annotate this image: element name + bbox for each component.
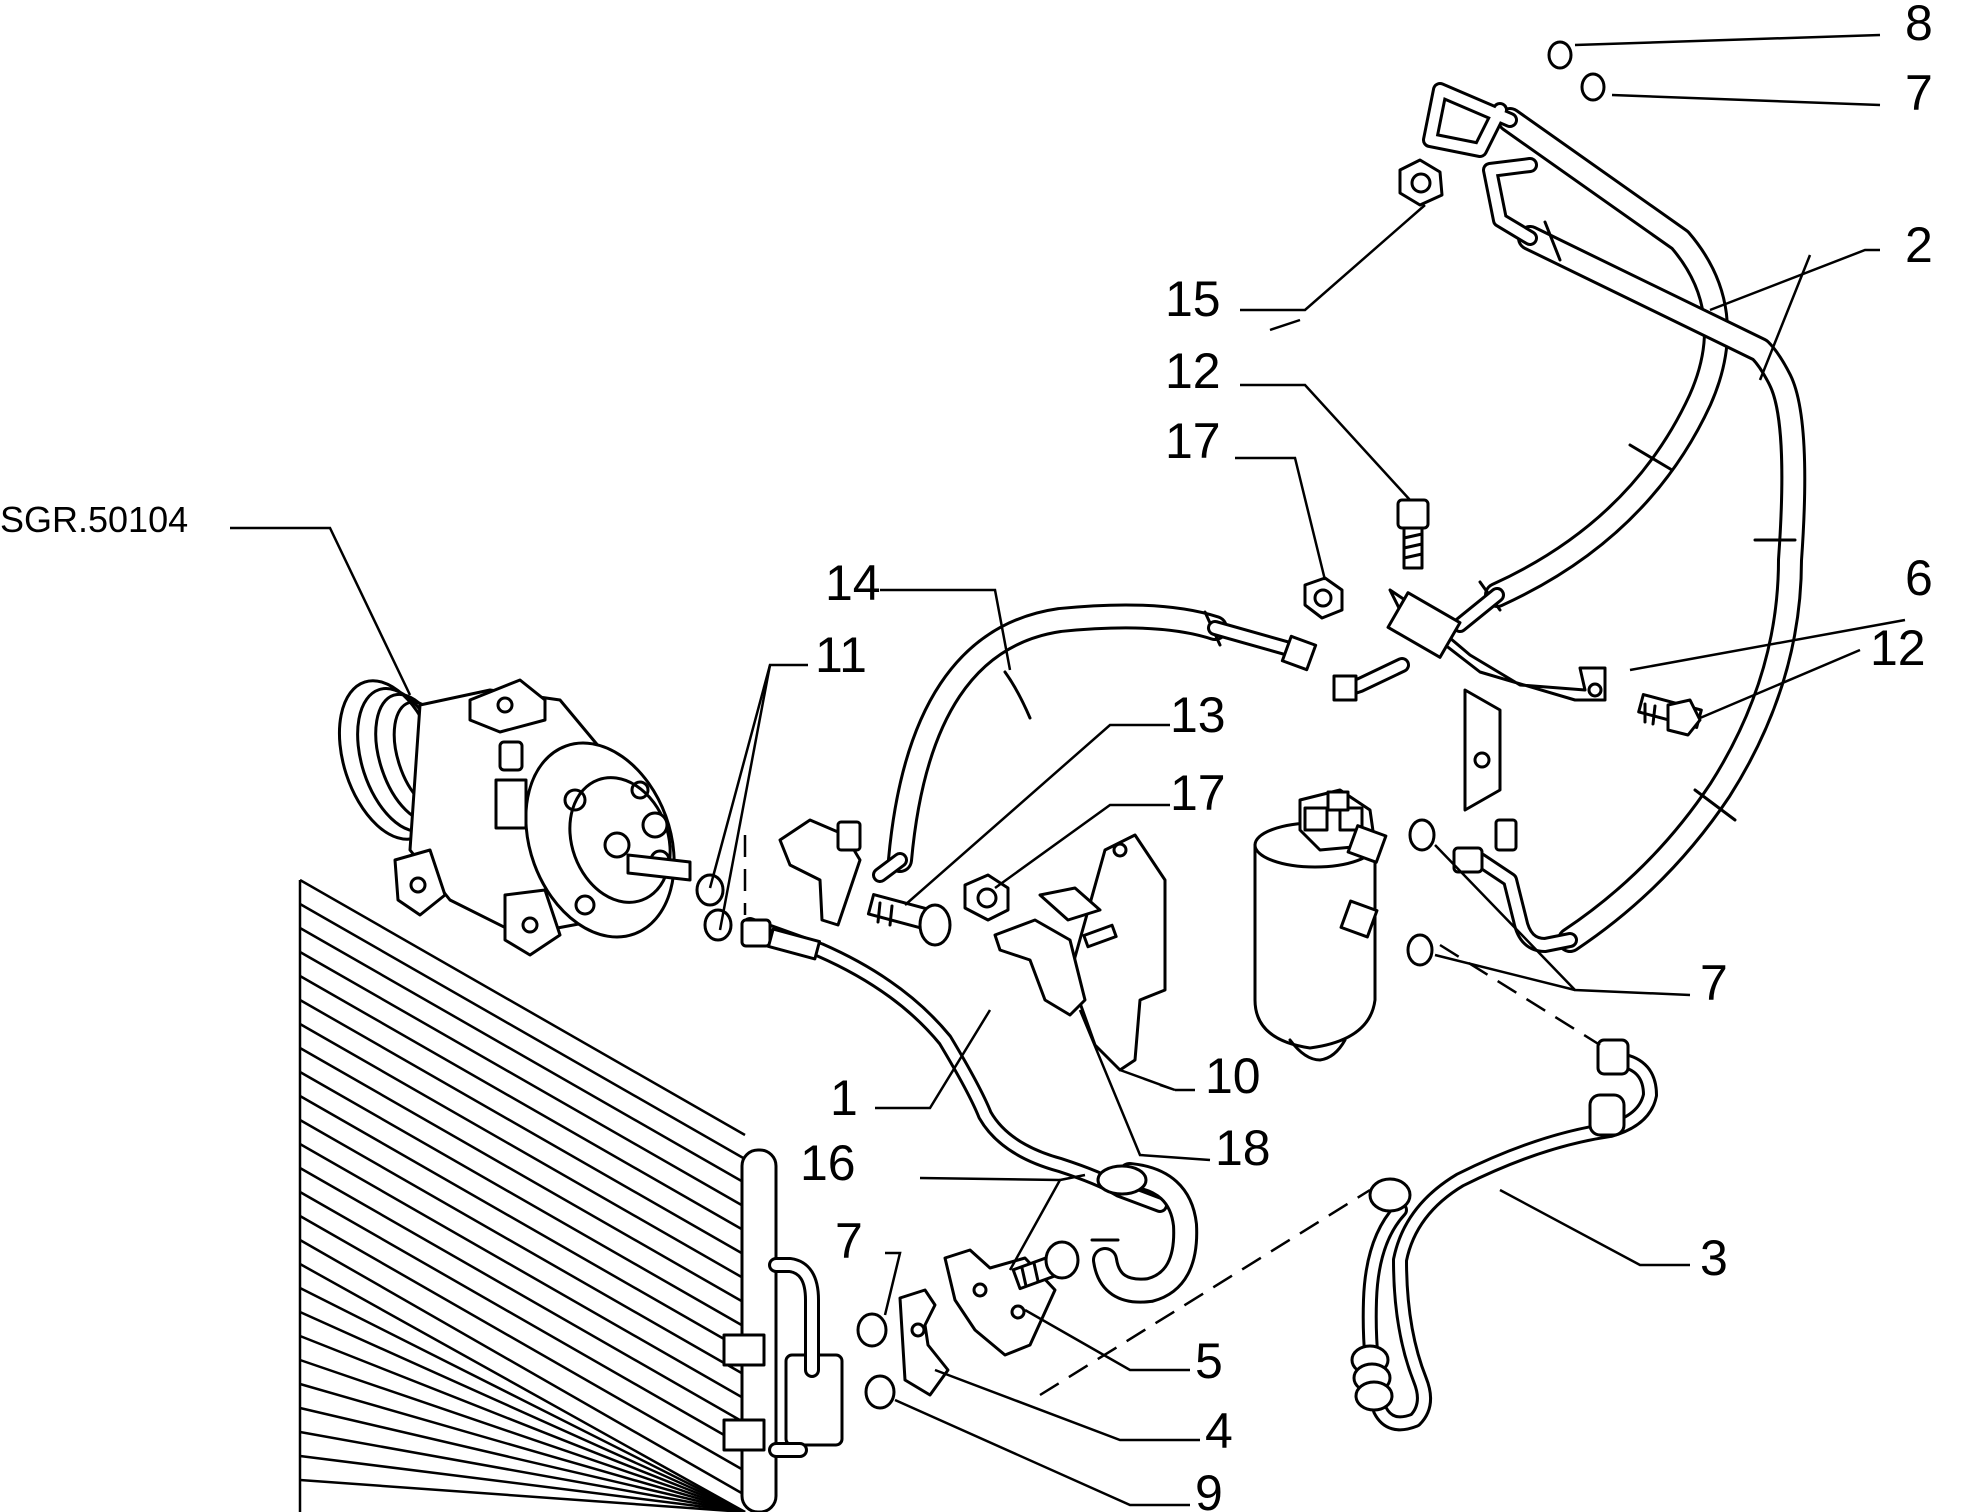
callout-17-top: 17 bbox=[1165, 413, 1221, 469]
condenser-fins bbox=[299, 878, 746, 1512]
condenser-fin bbox=[299, 1406, 746, 1512]
condenser-fin bbox=[299, 902, 746, 1161]
hose-2 bbox=[1422, 82, 1807, 953]
callout-13: 13 bbox=[1170, 687, 1226, 743]
condenser-fin bbox=[299, 1478, 746, 1512]
callout-3: 3 bbox=[1700, 1230, 1728, 1286]
o-rings bbox=[695, 40, 1606, 1410]
leader-lines bbox=[230, 33, 1906, 1507]
callout-7-top: 7 bbox=[1905, 65, 1933, 121]
condenser-fin bbox=[299, 1358, 746, 1512]
callout-1: 1 bbox=[830, 1070, 858, 1126]
alignment-lines bbox=[743, 835, 1601, 1397]
callout-12-top: 12 bbox=[1165, 343, 1221, 399]
condenser-fin bbox=[299, 1262, 746, 1512]
nut-17-upper bbox=[1303, 576, 1344, 620]
condenser-fin bbox=[299, 1286, 746, 1512]
condenser-fin bbox=[299, 1094, 746, 1353]
bolt-12-upper bbox=[1396, 498, 1430, 570]
hose-14 bbox=[778, 603, 1410, 927]
condenser-fin bbox=[299, 1166, 746, 1425]
callout-7-bottom: 7 bbox=[835, 1213, 863, 1269]
callout-14: 14 bbox=[825, 555, 881, 611]
receiver-drier bbox=[1253, 788, 1388, 1062]
condenser-fin bbox=[299, 878, 746, 1137]
condenser-fin bbox=[299, 950, 746, 1209]
callout-15: 15 bbox=[1165, 271, 1221, 327]
condenser-fin bbox=[299, 998, 746, 1257]
condenser-fin bbox=[299, 1214, 746, 1473]
condenser-fin bbox=[299, 1382, 746, 1512]
condenser-fin bbox=[299, 926, 746, 1185]
condenser-fin bbox=[299, 1430, 746, 1512]
bracket-10 bbox=[1038, 833, 1167, 1072]
bracket-6 bbox=[1386, 588, 1607, 812]
bolt-12-right bbox=[1637, 693, 1703, 737]
condenser-fin bbox=[299, 1046, 746, 1305]
bolt-16 bbox=[1011, 1240, 1080, 1291]
callout-5: 5 bbox=[1195, 1333, 1223, 1389]
compressor bbox=[337, 678, 692, 957]
condenser-fin bbox=[299, 974, 746, 1233]
callout-4: 4 bbox=[1205, 1403, 1233, 1459]
nut-15 bbox=[1398, 158, 1444, 207]
bolt-13 bbox=[866, 893, 952, 947]
condenser-fin bbox=[299, 1190, 746, 1449]
callout-17-mid: 17 bbox=[1170, 765, 1226, 821]
callout-6: 6 bbox=[1905, 550, 1933, 606]
pipe-3 bbox=[1350, 1038, 1658, 1432]
condenser-fin bbox=[299, 1142, 746, 1401]
callout-9: 9 bbox=[1195, 1465, 1223, 1512]
callout-16: 16 bbox=[800, 1135, 856, 1191]
condenser-fin bbox=[299, 1454, 746, 1512]
callout-18: 18 bbox=[1215, 1120, 1271, 1176]
callout-12-right: 12 bbox=[1870, 620, 1926, 676]
condenser-fin bbox=[299, 1118, 746, 1377]
condenser-fin bbox=[299, 1070, 746, 1329]
condenser-fin bbox=[299, 1238, 746, 1497]
callout-7-right: 7 bbox=[1700, 955, 1728, 1011]
condenser-fin bbox=[299, 1022, 746, 1281]
clip-18 bbox=[993, 918, 1118, 1017]
flange-4 bbox=[898, 1288, 950, 1397]
reference-label: SGR.50104 bbox=[0, 499, 188, 540]
condenser-fin bbox=[299, 1310, 746, 1512]
callout-10: 10 bbox=[1205, 1048, 1261, 1104]
condenser bbox=[298, 878, 844, 1512]
callout-2: 2 bbox=[1905, 217, 1933, 273]
callout-8: 8 bbox=[1905, 0, 1933, 51]
pipe-1 bbox=[740, 917, 1199, 1304]
condenser-fin bbox=[299, 1334, 746, 1512]
callout-11: 11 bbox=[815, 627, 867, 683]
